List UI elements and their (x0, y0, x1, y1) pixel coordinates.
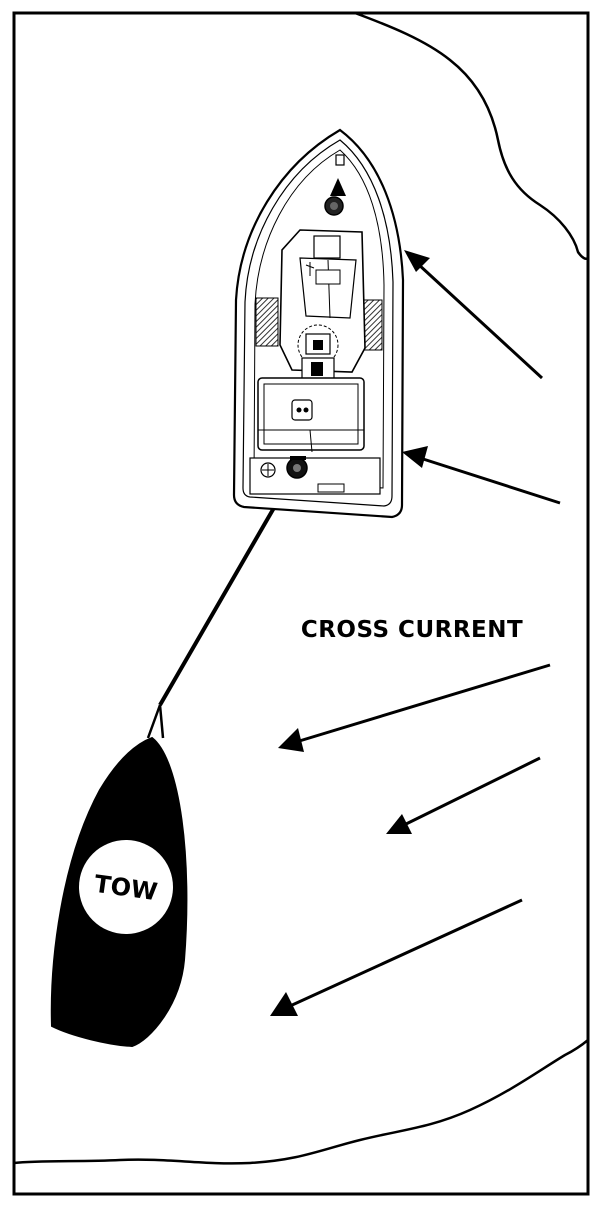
current-arrow-2 (402, 446, 561, 505)
shoreline-bottom (13, 1039, 589, 1165)
bow-cleat-icon (330, 178, 346, 196)
current-arrow-1 (404, 250, 544, 380)
arrowhead-icon (404, 250, 430, 272)
bridle-line-right (158, 704, 165, 739)
vessel-hull-inner (242, 139, 394, 507)
current-arrow-4 (386, 756, 541, 834)
current-arrow-5 (270, 898, 523, 1016)
shoreline-top-right (354, 11, 589, 260)
current-arrows (270, 250, 561, 1016)
arrowhead-icon (270, 992, 298, 1016)
towed-vessel: TOW (50, 736, 188, 1048)
cross-current-label: CROSS CURRENT (301, 617, 523, 643)
arrowhead-icon (386, 814, 412, 834)
current-arrow-3 (278, 663, 551, 752)
arrowhead-icon (278, 728, 304, 752)
bow-fitting (335, 154, 345, 166)
tow-badge (79, 840, 173, 934)
side-deck-port (255, 297, 279, 347)
bridle-line-left (146, 704, 162, 739)
arrowhead-icon (402, 446, 428, 468)
towing-vessel (232, 128, 405, 519)
